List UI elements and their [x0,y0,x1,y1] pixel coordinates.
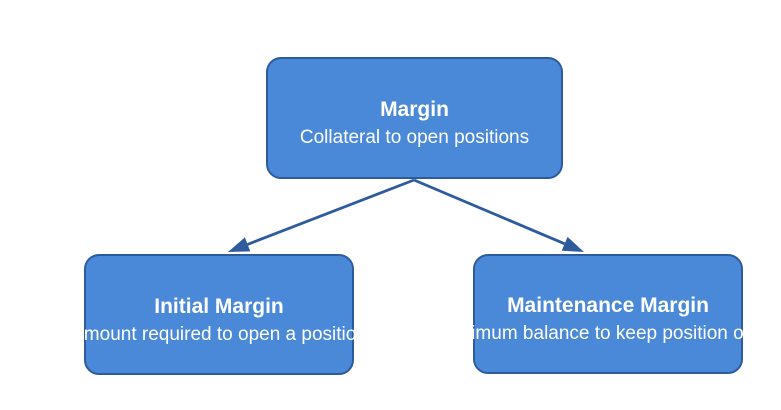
arrowhead-icon [228,237,251,252]
arrow-margin-to-initial-margin [228,178,415,252]
node-maintenance-margin-content: Maintenance Margin Minimum balance to ke… [441,291,776,347]
node-subtitle: Minimum balance to keep position open [440,323,776,344]
arrow-margin-to-maintenance-margin [413,178,584,252]
arrow-line [413,178,566,246]
node-maintenance-margin: Maintenance Margin Minimum balance to ke… [441,254,775,374]
arrowhead-icon [561,236,584,252]
node-margin-content: Margin Collateral to open positions [300,95,529,151]
node-initial-margin-content: Initial Margin Amount required to open a… [71,292,367,348]
node-title: Initial Margin [154,294,284,318]
node-margin: Margin Collateral to open positions [266,57,563,179]
node-title: Margin [380,98,449,121]
node-initial-margin: Initial Margin Amount required to open a… [71,254,367,375]
node-title: Maintenance Margin [507,294,709,317]
node-subtitle: Amount required to open a position [71,323,367,345]
arrow-line [247,178,415,246]
node-subtitle: Collateral to open positions [299,127,530,148]
